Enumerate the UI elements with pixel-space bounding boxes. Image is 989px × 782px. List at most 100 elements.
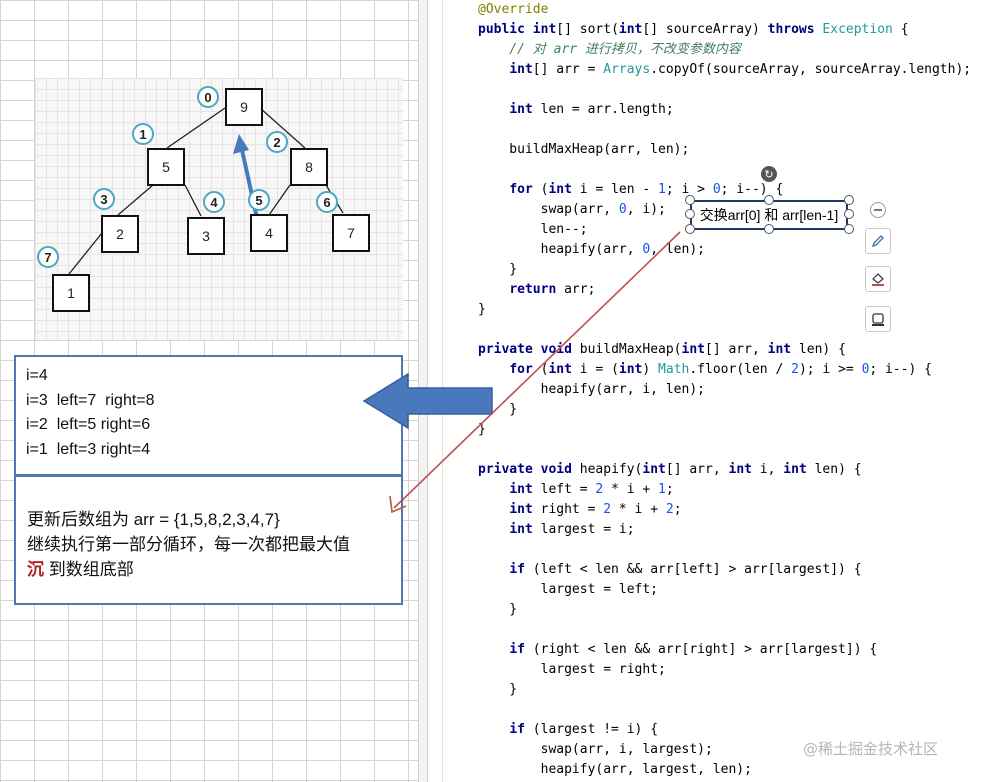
code-line: heapify(arr, 0, len); [478, 242, 705, 257]
node-index-badge: 3 [93, 188, 115, 210]
result-text: 到数组底部 [44, 560, 134, 579]
rotate-handle-icon[interactable]: ↻ [761, 166, 777, 182]
iteration-line: i=3 left=7 right=8 [26, 391, 155, 409]
code-line: int len = arr.length; [509, 102, 674, 117]
edge-0-2 [259, 107, 306, 149]
watermark: @稀土掘金技术社区 [803, 740, 939, 758]
node-value: 7 [347, 225, 355, 241]
resize-handle[interactable] [685, 209, 695, 219]
code-line: if (right < len && arr[right] > arr[larg… [509, 642, 878, 657]
code-line: } [478, 682, 518, 697]
code-line: private void heapify(int[] arr, int i, i… [478, 462, 862, 477]
node-index-badge: 0 [197, 86, 219, 108]
code-line: if (largest != i) { [509, 722, 659, 737]
resize-handle[interactable] [844, 224, 854, 234]
code-line: } [478, 262, 518, 277]
node-index-badge: 6 [316, 191, 338, 213]
tree-edges [68, 107, 344, 275]
result-line: 更新后数组为 arr = {1,5,8,2,3,4,7} [27, 510, 280, 529]
node-index-badge: 5 [248, 189, 270, 211]
iteration-line: i=1 left=3 right=4 [26, 440, 151, 458]
fill-bucket-icon[interactable] [865, 266, 891, 292]
code-line: buildMaxHeap(arr, len); [478, 142, 690, 157]
edge-3-7 [68, 232, 103, 275]
emphasis-char: 沉 [27, 560, 44, 579]
result-line: 继续执行第一部分循环，每一次都把最大值 [27, 535, 350, 554]
node-value: 9 [240, 99, 248, 115]
code-line: } [478, 302, 486, 317]
iteration-textbox[interactable]: i=4 i=3 left=7 right=8 i=2 left=5 right=… [14, 355, 403, 476]
code-line: int largest = i; [509, 522, 635, 537]
edge-2-5 [268, 184, 291, 216]
code-line: int[] arr = Arrays.copyOf(sourceArray, s… [509, 62, 972, 77]
swap-arrow-head [233, 134, 249, 154]
pen-icon[interactable] [865, 228, 891, 254]
resize-handle[interactable] [844, 209, 854, 219]
resize-handle[interactable] [685, 195, 695, 205]
node-value: 5 [162, 159, 170, 175]
index-label: 6 [323, 194, 331, 210]
iteration-line: i=4 [26, 367, 48, 384]
code-line: int left = 2 * i + 1; [509, 482, 674, 497]
code-line: int right = 2 * i + 2; [509, 502, 682, 517]
code-line: public int[] sort(int[] sourceArray) thr… [478, 22, 909, 37]
annotation-arrow-head [389, 495, 407, 514]
code-line: @Override [478, 0, 548, 20]
code-line: swap(arr, i, largest); [478, 742, 713, 757]
resize-handle[interactable] [764, 224, 774, 234]
node-value: 3 [202, 228, 210, 244]
node-index-badge: 7 [37, 246, 59, 268]
code-line: swap(arr, 0, i); [478, 202, 666, 217]
code-line: private void buildMaxHeap(int[] arr, int… [478, 342, 846, 357]
node-index-badge: 4 [203, 191, 225, 213]
tree-node: 7 [332, 214, 370, 252]
node-index-badge: 2 [266, 131, 288, 153]
index-label: 4 [210, 194, 218, 210]
tree-node: 4 [250, 214, 288, 252]
result-line: 沉 到数组底部 [27, 557, 390, 582]
minus-circle-icon[interactable] [870, 202, 886, 218]
heap-tree-diagram[interactable]: 9 5 8 2 3 4 7 1 0 1 2 3 4 5 6 7 [35, 78, 403, 340]
tree-node: 1 [52, 274, 90, 312]
code-line: } [478, 422, 486, 437]
left-arrow-shape[interactable] [360, 372, 495, 430]
code-line: largest = right; [478, 662, 666, 677]
tree-node: 9 [225, 88, 263, 126]
arrow-body [362, 372, 493, 430]
index-label: 5 [255, 192, 263, 208]
node-value: 1 [67, 285, 75, 301]
node-index-badge: 1 [132, 123, 154, 145]
index-label: 2 [273, 134, 281, 150]
code-line: heapify(arr, largest, len); [478, 762, 752, 777]
resize-handle[interactable] [844, 195, 854, 205]
node-value: 8 [305, 159, 313, 175]
code-line: for (int i = len - 1; i > 0; i--) { [509, 182, 784, 197]
code-line: } [478, 402, 518, 417]
code-line: return arr; [509, 282, 596, 297]
annotation-arrow [389, 231, 681, 514]
iteration-line: i=2 left=5 right=6 [26, 416, 151, 433]
annotation-arrow-line [393, 231, 681, 509]
index-label: 0 [204, 89, 212, 105]
shape-outline-icon[interactable] [865, 306, 891, 332]
index-label: 7 [44, 249, 52, 265]
code-line: } [478, 602, 518, 617]
result-textbox[interactable]: 更新后数组为 arr = {1,5,8,2,3,4,7} 继续执行第一部分循环，… [14, 475, 403, 605]
code-line: heapify(arr, i, len); [478, 382, 705, 397]
edge-1-4 [184, 184, 202, 217]
code-line: for (int i = (int) Math.floor(len / 2); … [509, 362, 933, 377]
index-label: 1 [139, 126, 147, 142]
tree-node: 2 [101, 215, 139, 253]
code-line: len--; [478, 222, 588, 237]
code-text: @Override [478, 2, 549, 17]
node-value: 4 [265, 225, 273, 241]
tree-node: 8 [290, 148, 328, 186]
edge-0-1 [166, 107, 226, 149]
resize-handle[interactable] [685, 224, 695, 234]
edge-1-3 [117, 184, 154, 216]
resize-handle[interactable] [764, 195, 774, 205]
code-line: // 对 arr 进行拷贝，不改变参数内容 [478, 42, 741, 57]
node-value: 2 [116, 226, 124, 242]
tree-node: 5 [147, 148, 185, 186]
tree-node: 3 [187, 217, 225, 255]
